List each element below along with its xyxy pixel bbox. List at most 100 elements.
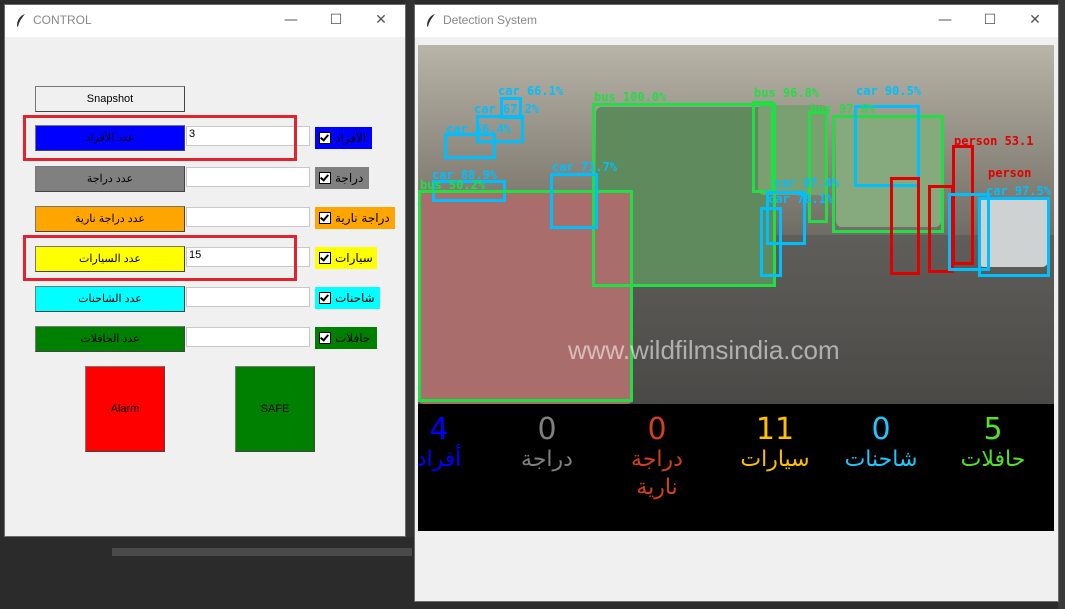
trucks-check-label: شاحنات <box>335 291 375 305</box>
detection-label: car 90.5% <box>856 84 922 98</box>
ide-scrollbar[interactable] <box>112 548 412 556</box>
control-window-title: CONTROL <box>33 13 92 27</box>
trucks-count-field[interactable] <box>186 287 310 307</box>
stat-buses: 5 حافلات <box>948 414 1038 474</box>
detection-label: car 97.4% <box>774 176 840 190</box>
motorcycles-checkbox[interactable]: دراجة نارية <box>315 207 395 229</box>
ide-background-top <box>405 0 415 609</box>
stat-label: حافلات <box>960 447 1026 472</box>
stat-count: 11 <box>755 412 795 447</box>
stat-count: 0 <box>647 412 667 447</box>
bicycles-checkbox[interactable]: دراجة <box>315 167 369 189</box>
count-bicycles-button[interactable]: عدد دراجة <box>35 166 185 192</box>
checkbox-checked-icon <box>319 332 331 344</box>
checkbox-checked-icon <box>319 252 331 264</box>
checkbox-checked-icon <box>319 212 331 224</box>
close-icon[interactable]: ✕ <box>1029 12 1041 28</box>
bus-shape <box>836 117 941 227</box>
detection-box <box>948 193 990 271</box>
bicycles-check-label: دراجة <box>335 171 364 185</box>
stat-label: دراجة <box>521 447 573 472</box>
detection-box <box>890 177 920 275</box>
stat-count: 4 <box>429 412 449 447</box>
detection-box <box>832 115 944 233</box>
stat-label: أفراد <box>416 447 462 472</box>
detection-box <box>854 105 920 187</box>
feather-icon <box>17 14 25 27</box>
control-window: CONTROL — ☐ ✕ Snapshot عدد الأفراد 3 الأ… <box>5 5 405 536</box>
checkbox-checked-icon <box>319 172 331 184</box>
detection-box <box>550 173 598 229</box>
cars-checkbox[interactable]: سيارات <box>315 247 377 269</box>
detection-box <box>760 207 782 277</box>
detection-label: bus 96.8% <box>754 86 820 100</box>
stat-count: 0 <box>537 412 557 447</box>
persons-count-field[interactable]: 3 <box>186 126 310 146</box>
detection-box <box>808 111 828 223</box>
highlight-persons-row <box>23 115 297 161</box>
maximize-icon[interactable]: ☐ <box>983 12 997 28</box>
stats-panel: 4 أفراد 0 دراجة 0 دراجة نارية 11 سيارات … <box>417 404 1054 531</box>
detection-label: car 88.9% <box>432 168 498 182</box>
ide-right-edge <box>1058 0 1065 609</box>
maximize-icon[interactable]: ☐ <box>329 12 343 28</box>
checkbox-checked-icon <box>319 132 331 144</box>
count-persons-button[interactable]: عدد الأفراد <box>35 125 185 151</box>
detection-box <box>978 197 1050 277</box>
detection-label: bus 50.2% <box>420 178 486 192</box>
stat-bicycles: 0 دراجة <box>502 414 592 474</box>
bus-shape <box>758 105 828 195</box>
stat-persons: 4 أفراد <box>394 414 484 474</box>
detection-label: car 76.1% <box>768 192 834 206</box>
trucks-checkbox[interactable]: شاحنات <box>315 287 380 309</box>
detection-box <box>500 97 522 119</box>
detection-label: car 67.2% <box>474 102 540 116</box>
minimize-icon[interactable]: — <box>284 12 298 28</box>
video-frame: car 66.1% car 67.2% car 56.4% car 88.9% … <box>418 45 1054 404</box>
buses-check-label: حافلات <box>335 331 371 345</box>
detection-box <box>444 133 496 159</box>
motorcycles-check-label: دراجة نارية <box>335 211 390 225</box>
alarm-button[interactable]: Alarm <box>85 366 165 452</box>
detection-window-title: Detection System <box>443 13 538 27</box>
feather-icon <box>427 14 435 27</box>
detection-box <box>752 101 774 193</box>
detection-label: person <box>988 166 1032 180</box>
stat-motorcycles: 0 دراجة نارية <box>612 414 702 502</box>
persons-checkbox[interactable]: الأفراد <box>315 127 372 149</box>
detection-box <box>952 145 974 265</box>
stat-label: سيارات <box>740 447 810 472</box>
count-buses-button[interactable]: عدد الحافلات <box>35 326 185 352</box>
stat-count: 0 <box>871 412 891 447</box>
detection-label: car 71.7% <box>552 160 618 174</box>
detection-label: car 66.1% <box>498 84 564 98</box>
checkbox-checked-icon <box>319 292 331 304</box>
stat-trucks: 0 شاحنات <box>836 414 926 474</box>
detection-label: person 53.1 <box>954 134 1034 148</box>
snapshot-button[interactable]: Snapshot <box>35 86 185 112</box>
buses-count-field[interactable] <box>186 327 310 347</box>
highlight-cars-row <box>23 235 297 281</box>
count-motorcycles-button[interactable]: عدد دراجة نارية <box>35 206 185 232</box>
detection-box <box>592 103 776 287</box>
detection-box <box>766 191 806 245</box>
bicycles-count-field[interactable] <box>186 167 310 187</box>
stat-count: 5 <box>983 412 1003 447</box>
close-icon[interactable]: ✕ <box>375 12 387 28</box>
safe-button[interactable]: SAFE <box>235 366 315 452</box>
stat-cars: 11 سيارات <box>730 414 820 474</box>
control-titlebar[interactable]: CONTROL — ☐ ✕ <box>5 5 405 37</box>
detection-label: car 97.5% <box>986 184 1052 198</box>
motorcycles-count-field[interactable] <box>186 207 310 227</box>
detection-label: car 56.4% <box>446 122 512 136</box>
cars-count-field[interactable]: 15 <box>186 247 310 267</box>
watermark: www.wildfilmsindia.com <box>568 335 840 365</box>
buses-checkbox[interactable]: حافلات <box>315 327 377 349</box>
minimize-icon[interactable]: — <box>938 12 952 28</box>
stat-label: دراجة نارية <box>631 447 683 500</box>
detection-label: bus 100.0% <box>594 90 667 104</box>
detection-titlebar[interactable]: Detection System — ☐ ✕ <box>415 5 1058 37</box>
count-cars-button[interactable]: عدد السيارات <box>35 246 185 272</box>
count-trucks-button[interactable]: عدد الشاحنات <box>35 286 185 312</box>
stat-label: شاحنات <box>844 447 918 472</box>
